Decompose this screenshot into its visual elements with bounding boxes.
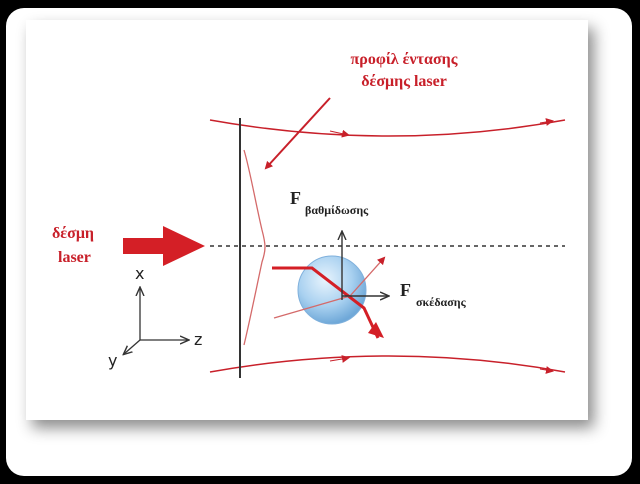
diagram-panel (26, 20, 588, 420)
beam-lower-envelope (209, 355, 566, 373)
axis-z-label: z (194, 330, 202, 349)
gradient-force-subscript: βαθμίδωσης (305, 203, 369, 217)
profile-pointer-arrow (264, 97, 331, 170)
beam-label-line1: δέσμη (52, 225, 94, 242)
axis-x-label: x (135, 264, 144, 283)
refracted-ray-thin (273, 295, 351, 319)
profile-label-line1: προφίλ έντασης (351, 51, 458, 68)
y-axis-arrow (124, 339, 141, 354)
intensity-profile-curve (243, 149, 266, 346)
scattering-force-symbol: F (400, 280, 411, 300)
beam-upper-envelope (209, 119, 566, 137)
profile-label-line2: δέσμης laser (361, 73, 447, 90)
gradient-force-symbol: F (290, 188, 301, 208)
beam-label-line2: laser (58, 249, 91, 266)
sphere (297, 255, 367, 325)
incoming-beam-arrow (123, 226, 205, 266)
axis-y-label: y (108, 351, 117, 370)
refracted-ray-thick (272, 266, 380, 339)
scattering-force-subscript: σκέδασης (416, 295, 467, 309)
